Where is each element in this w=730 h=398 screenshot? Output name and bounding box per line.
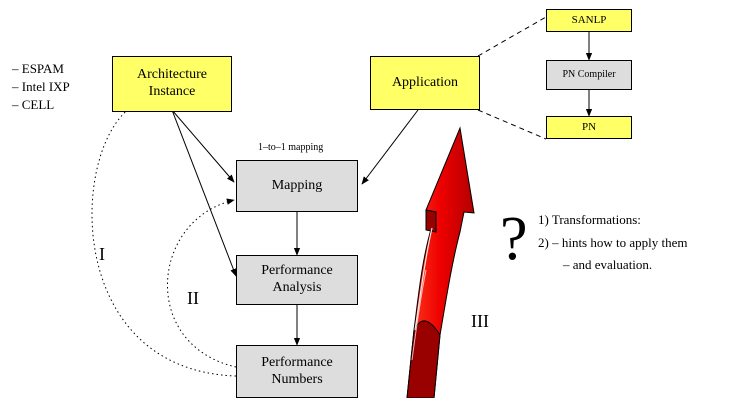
app-leader-top	[477, 16, 547, 57]
mapping-note: 1–to–1 mapping	[258, 142, 324, 153]
architecture-line-1: Architecture	[137, 67, 207, 83]
arch-to-analysis-arrow	[171, 109, 237, 277]
architecture-instance-box: Architecture Instance	[112, 56, 232, 112]
pn-compiler-label: PN Compiler	[562, 69, 616, 80]
app-leader-bottom	[477, 109, 547, 140]
architecture-line-2: Instance	[148, 84, 196, 99]
target-intel-ixp: – Intel IXP	[12, 79, 70, 94]
numbers-line-1: Performance	[261, 354, 333, 370]
pn-box: PN	[546, 116, 632, 139]
sanlp-box: SANLP	[546, 9, 632, 32]
application-label: Application	[391, 74, 459, 90]
app-to-mapping-arrow	[361, 109, 419, 185]
loop-one-curve	[91, 103, 237, 377]
numbers-line-2: Numbers	[271, 371, 323, 387]
loop-three-label: III	[471, 311, 489, 331]
note-evaluation: – and evaluation.	[563, 257, 653, 272]
pn-label: PN	[581, 120, 597, 133]
analysis-line-2: Analysis	[272, 280, 322, 295]
performance-analysis-box: Performance Analysis	[236, 255, 358, 305]
pn-compiler-box: PN Compiler	[546, 60, 632, 90]
performance-numbers-box: Performance Numbers	[236, 345, 358, 398]
note-hints: 2) – hints how to apply them	[538, 235, 688, 250]
loop-one-label: I	[99, 244, 105, 264]
analysis-line-1: Performance	[261, 263, 333, 279]
note-transformations: 1) Transformations:	[538, 212, 641, 227]
mapping-box: Mapping	[236, 160, 358, 212]
target-cell: – CELL	[12, 97, 55, 112]
sanlp-label: SANLP	[571, 13, 607, 26]
arch-to-mapping-arrow	[171, 109, 235, 183]
target-espam: – ESPAM	[12, 61, 64, 76]
loop-two-curve	[167, 198, 237, 368]
loop-three-arrow	[406, 126, 475, 398]
question-mark: ?	[500, 205, 528, 273]
application-box: Application	[370, 56, 480, 110]
loop-two-label: II	[187, 288, 199, 308]
mapping-label: Mapping	[271, 177, 323, 193]
